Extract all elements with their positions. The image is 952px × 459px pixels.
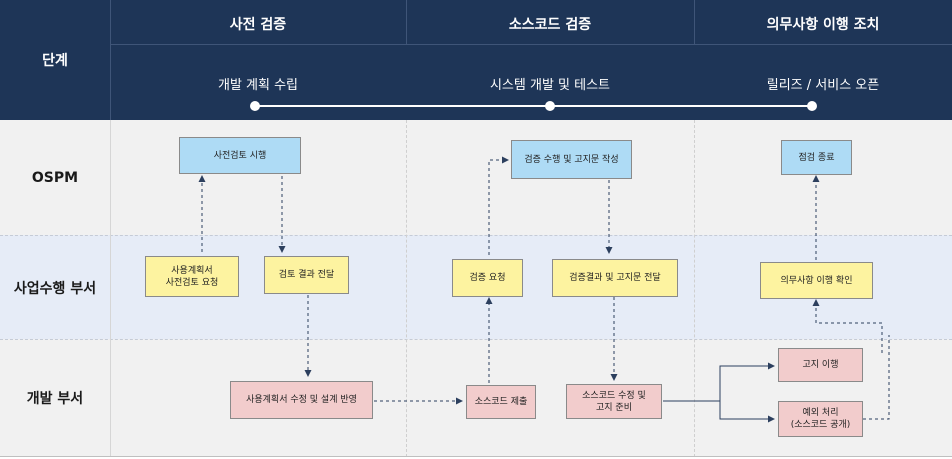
bottom-border — [0, 456, 952, 457]
row-divider — [0, 235, 952, 236]
box-pre-review: 사전검토 시행 — [179, 137, 301, 174]
column-divider — [694, 120, 695, 457]
header-divider — [110, 0, 111, 120]
phase-subtitle: 시스템 개발 및 테스트 — [489, 78, 611, 93]
timeline-dot — [807, 101, 817, 111]
box-apply-plan: 사용계획서 수정 및 설계 반영 — [230, 381, 373, 419]
arrow-fix-to-exception — [719, 401, 775, 423]
phase-title: 의무사항 이행 조치 — [766, 17, 880, 33]
column-divider — [110, 120, 111, 457]
timeline-line — [255, 105, 812, 107]
box-notice: 고지 이행 — [778, 348, 863, 382]
timeline-dot — [545, 101, 555, 111]
box-obligation-check: 의무사항 이행 확인 — [760, 262, 873, 299]
box-review-result: 검토 결과 전달 — [264, 256, 349, 294]
row-label-ospm: OSPM — [31, 170, 79, 186]
arrow-notice-to-confirm — [812, 299, 883, 353]
arrow-exception-to-confirm — [863, 335, 890, 420]
box-usage-plan-request: 사용계획서 사전검토 요청 — [145, 256, 239, 297]
row-divider — [0, 339, 952, 340]
phase-title: 사전 검증 — [229, 17, 287, 33]
row-label-dev: 개발 부서 — [26, 391, 84, 407]
box-exception: 예외 처리 (소스코드 공개) — [778, 401, 863, 437]
timeline-dot — [250, 101, 260, 111]
box-verify-result: 검증결과 및 고지문 전달 — [552, 259, 678, 297]
phase-subtitle: 릴리즈 / 서비스 오픈 — [766, 78, 880, 93]
stage-label: 단계 — [42, 53, 68, 69]
arrow-fix-to-notice — [663, 362, 775, 402]
header-divider — [694, 0, 695, 44]
box-verify-perform: 검증 수행 및 고지문 작성 — [511, 140, 632, 179]
row-ospm — [0, 120, 952, 235]
box-inspect-done: 점검 종료 — [781, 140, 852, 175]
header-divider — [406, 0, 407, 44]
box-source-submit: 소스코드 제출 — [466, 385, 536, 419]
box-source-fix: 소스코드 수정 및 고지 준비 — [566, 384, 662, 419]
header-divider — [110, 44, 952, 45]
header-bar — [0, 0, 952, 120]
row-label-business: 사업수행 부서 — [13, 281, 97, 297]
phase-title: 소스코드 검증 — [508, 17, 592, 33]
box-verify-request: 검증 요청 — [452, 259, 523, 297]
phase-subtitle: 개발 계획 수립 — [217, 78, 299, 93]
arrow-request-to-verify — [488, 156, 509, 255]
column-divider — [406, 120, 407, 457]
